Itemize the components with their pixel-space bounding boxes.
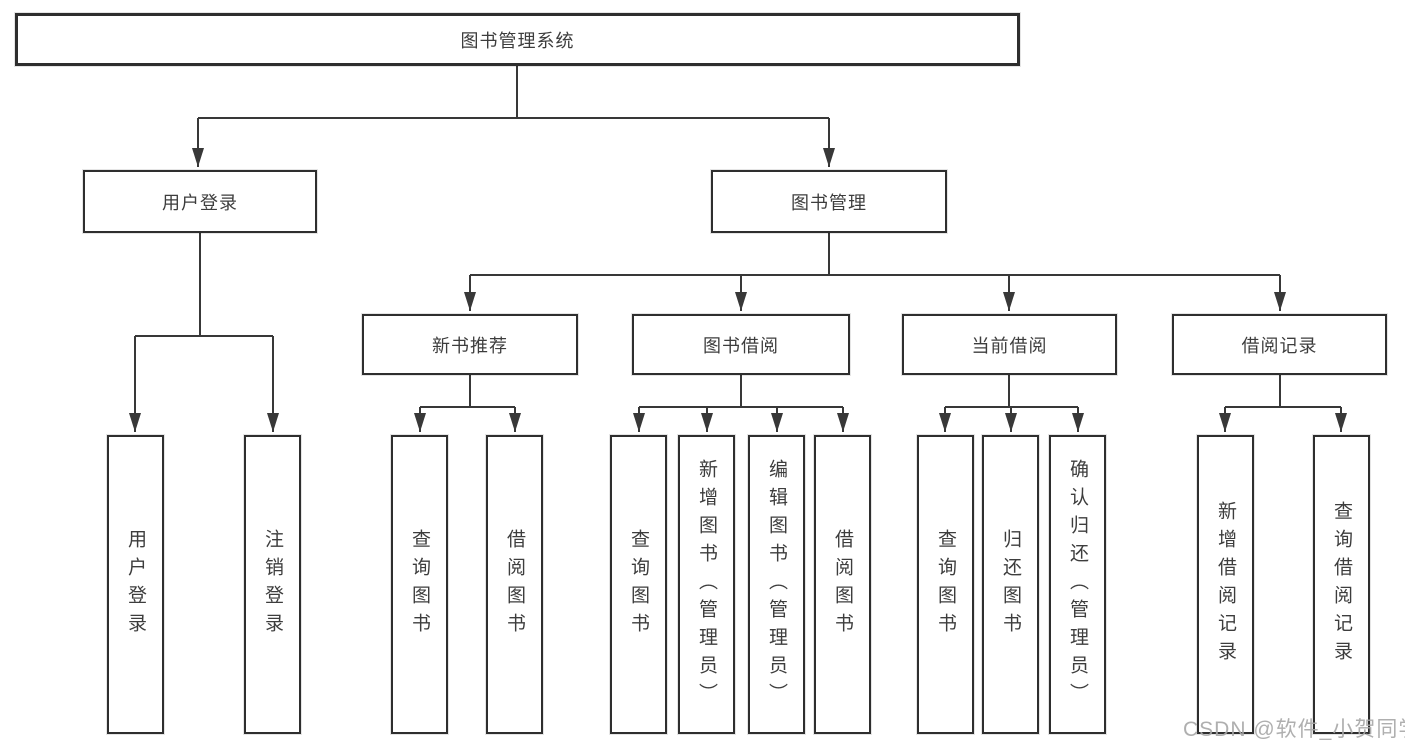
node-label: 新书推荐 <box>432 335 508 356</box>
leaf-logout: 注销登录 <box>244 435 301 734</box>
csdn-watermark: CSDN @软件_小贺同学 <box>1183 718 1405 741</box>
node-user-login: 用户登录 <box>83 170 317 233</box>
node-borrow-record: 借阅记录 <box>1172 314 1387 375</box>
node-book-borrow: 图书借阅 <box>632 314 850 375</box>
node-label: 借阅记录 <box>1241 335 1318 356</box>
leaf-query-books-2: 查询图书 <box>610 435 667 734</box>
leaf-confirm-return-admin: 确认归还（管理员） <box>1049 435 1106 734</box>
leaf-add-borrow-record: 新增借阅记录 <box>1197 435 1254 734</box>
leaf-return-books: 归还图书 <box>982 435 1039 734</box>
node-label: 借阅图书 <box>832 528 853 641</box>
node-label: 图书管理 <box>791 192 867 213</box>
node-label: 归还图书 <box>1000 528 1021 641</box>
node-label: 查询图书 <box>409 528 430 641</box>
node-label: 新增借阅记录 <box>1215 500 1236 669</box>
node-label: 查询图书 <box>935 528 956 641</box>
leaf-query-borrow-record: 查询借阅记录 <box>1313 435 1370 734</box>
node-label: 注销登录 <box>262 528 283 641</box>
node-new-book-recommend: 新书推荐 <box>362 314 578 375</box>
node-current-borrow: 当前借阅 <box>902 314 1117 375</box>
leaf-user-login: 用户登录 <box>107 435 164 734</box>
node-label: 借阅图书 <box>504 528 525 641</box>
leaf-add-books-admin: 新增图书（管理员） <box>678 435 735 734</box>
node-label: 新增图书（管理员） <box>696 458 717 711</box>
node-library-management-system: 图书管理系统 <box>15 13 1020 66</box>
node-label: 编辑图书（管理员） <box>766 458 787 711</box>
leaf-borrow-books-1: 借阅图书 <box>486 435 543 734</box>
leaf-query-books-3: 查询图书 <box>917 435 974 734</box>
node-label: 用户登录 <box>125 528 146 641</box>
node-label: 查询图书 <box>628 528 649 641</box>
node-label: 查询借阅记录 <box>1331 500 1352 669</box>
leaf-edit-books-admin: 编辑图书（管理员） <box>748 435 805 734</box>
node-label: 用户登录 <box>162 192 238 213</box>
node-book-management: 图书管理 <box>711 170 947 233</box>
node-label: 图书管理系统 <box>460 30 575 51</box>
node-label: 当前借阅 <box>971 335 1048 356</box>
leaf-query-books-1: 查询图书 <box>391 435 448 734</box>
node-label: 确认归还（管理员） <box>1067 458 1088 711</box>
node-label: 图书借阅 <box>703 335 779 356</box>
leaf-borrow-books-2: 借阅图书 <box>814 435 871 734</box>
